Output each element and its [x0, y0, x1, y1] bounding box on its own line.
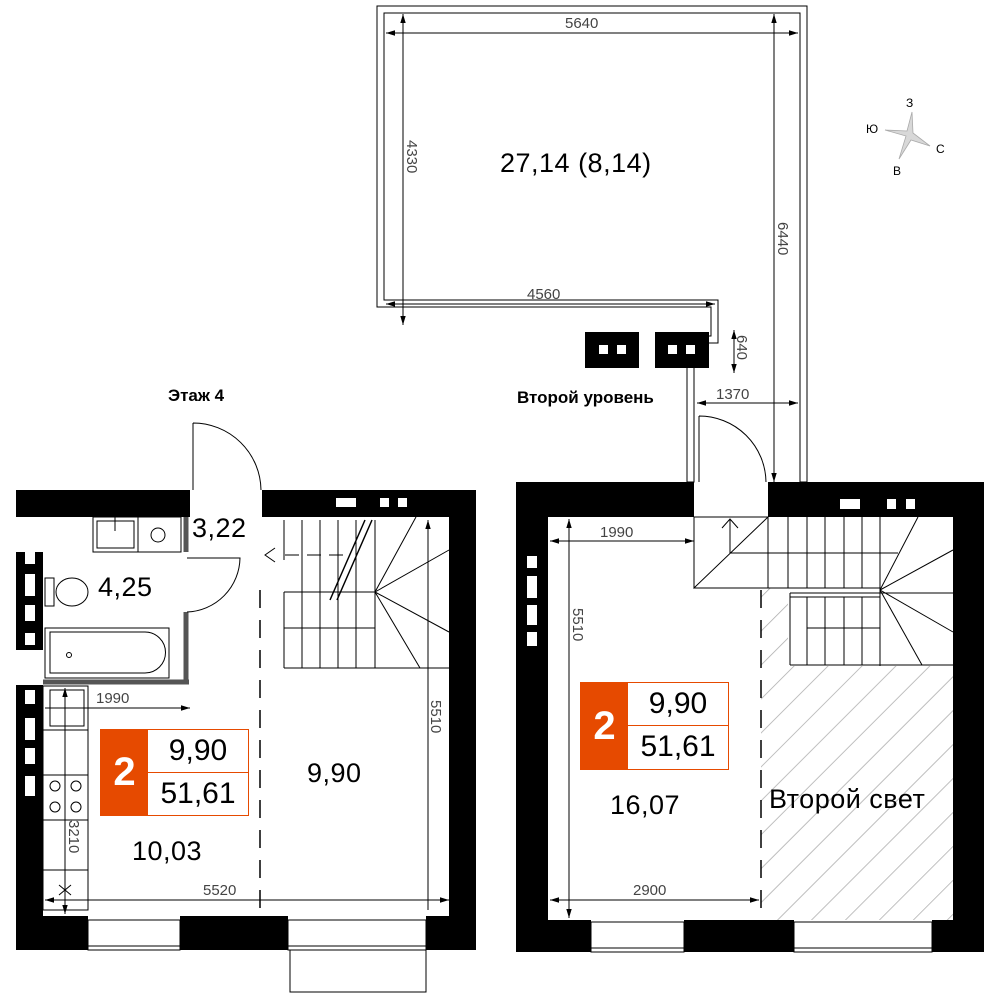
floor4-dim-kitchen-width: 1990 [96, 690, 130, 707]
floor4-walls [16, 490, 476, 950]
living-area-value: 9,90 [168, 734, 228, 767]
floor4-dimensions [45, 688, 449, 914]
terrace-dim-bottom: 4560 [527, 286, 561, 303]
bathroom-fixtures [44, 516, 182, 679]
level2-title: Второй уровень [517, 388, 654, 407]
total-area-value: 51,61 [628, 725, 728, 768]
rooms-count: 2 [581, 683, 628, 769]
terrace-dimensions [386, 14, 798, 482]
floor4-windows [87, 919, 427, 993]
bathroom-partition [43, 517, 189, 685]
ventilation-blocks [585, 332, 709, 368]
level2-dim-bottom-width: 2900 [633, 882, 667, 899]
floor4-wall-openings [16, 498, 407, 796]
level2-windows [590, 921, 933, 953]
level2-dim-left-height: 5510 [569, 608, 586, 642]
compass-icon [884, 111, 931, 160]
floor4-dim-right-height: 5510 [427, 700, 444, 734]
level2-stairs [693, 516, 954, 666]
room-kitchen-area: 10,03 [132, 836, 203, 866]
terrace-dim-top: 5640 [565, 15, 599, 32]
terrace-area: 27,14 (8,14) [500, 148, 652, 178]
level2-dimensions [550, 519, 759, 918]
terrace-dim-left: 4330 [403, 140, 420, 174]
second-light-label: Второй свет [769, 784, 926, 814]
apartment-badge-floor4: 2 9,90 51,61 [100, 729, 249, 816]
terrace [376, 5, 808, 483]
compass-north-label: С [936, 142, 945, 156]
floor4-dim-total-width: 5520 [203, 882, 237, 899]
floor4-title: Этаж 4 [168, 386, 225, 405]
level2-dim-top-width: 1990 [600, 524, 634, 541]
total-area-value: 51,61 [148, 772, 248, 815]
level2-door [698, 415, 767, 483]
compass-west-label: З [906, 96, 914, 110]
floor4-dim-kitchen-length: 3210 [65, 820, 82, 854]
terrace-dim-passage: 1370 [716, 386, 750, 403]
terrace-dim-right: 6440 [774, 222, 791, 256]
floor4-stairs [264, 516, 450, 910]
living-area-value: 9,90 [648, 687, 708, 720]
compass-east-label: В [893, 164, 902, 178]
apartment-badge-level2: 2 9,90 51,61 [580, 682, 729, 770]
room-hall-area: 3,22 [192, 513, 247, 543]
compass-south-label: Ю [866, 122, 879, 136]
room-bedroom-area: 16,07 [610, 790, 681, 820]
room-bathroom-area: 4,25 [98, 572, 153, 602]
level2-wall-openings [527, 499, 915, 646]
room-living-area: 9,90 [307, 758, 362, 788]
terrace-dim-step: 640 [733, 335, 750, 361]
rooms-count: 2 [101, 730, 148, 815]
floor4-doors [186, 422, 262, 613]
